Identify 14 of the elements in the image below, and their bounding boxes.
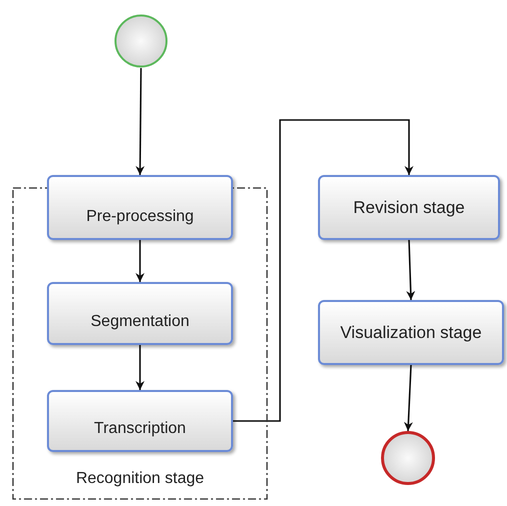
process-box: Segmentation (47, 282, 233, 345)
arrow (406, 240, 416, 300)
start-circle (114, 14, 168, 68)
process-box: Transcription (47, 390, 233, 452)
arrow (233, 119, 414, 422)
end-circle (381, 431, 435, 485)
process-box: Pre-processing (47, 175, 233, 240)
arrow (136, 68, 145, 175)
arrow (404, 364, 413, 432)
process-box: Visualization stage (318, 300, 504, 365)
arrow (136, 240, 144, 282)
group-label: Recognition stage (74, 470, 206, 488)
arrow (136, 345, 144, 390)
process-box: Revision stage (318, 175, 500, 240)
